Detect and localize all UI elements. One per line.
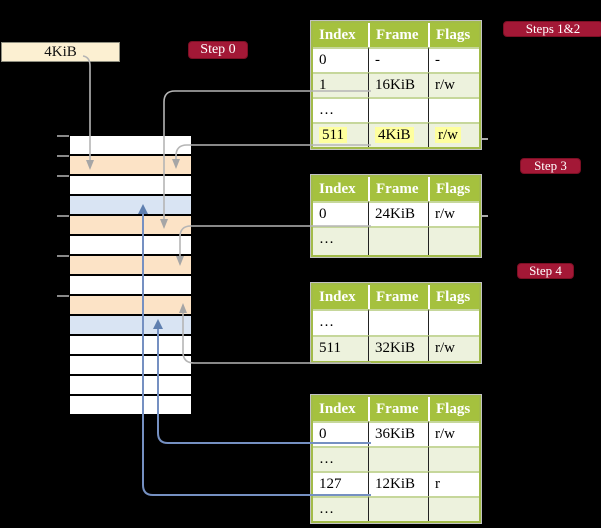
table-header-row: Index Frame Flags: [313, 397, 479, 421]
memory-row: [70, 276, 191, 296]
cell-flags: r/w: [428, 421, 479, 446]
cell-flags: [428, 309, 479, 335]
cell-flags: r: [428, 471, 479, 496]
page-table-level3: Index Frame Flags 0 36KiB r/w … 127 12Ki…: [311, 395, 481, 523]
cell-frame: [368, 97, 428, 122]
memory-row: [70, 236, 191, 256]
cell-flags: r/w: [428, 335, 479, 361]
memory-row: [70, 336, 191, 356]
tick-mark: [57, 135, 69, 137]
table-row: 1 16KiB r/w: [313, 72, 479, 97]
cell-index: 1: [313, 72, 368, 97]
badge-step-3: Step 3: [520, 158, 581, 174]
cell-index: 0: [313, 47, 368, 72]
table-row: …: [313, 309, 479, 335]
header-frame: Frame: [368, 397, 428, 421]
tick-mark: [57, 155, 69, 157]
cell-frame: 36KiB: [368, 421, 428, 446]
cell-index: 511: [313, 122, 368, 147]
table-header-row: Index Frame Flags: [313, 177, 479, 201]
cell-frame: 24KiB: [368, 201, 428, 226]
header-flags: Flags: [428, 23, 479, 47]
cell-frame: [368, 496, 428, 521]
header-frame: Frame: [368, 177, 428, 201]
cell-flags: [428, 446, 479, 471]
cell-index: 0: [313, 421, 368, 446]
tick-mark: [57, 175, 69, 177]
memory-row: [70, 216, 191, 236]
cell-flags: -: [428, 47, 479, 72]
page-table-level0: Index Frame Flags 0 - - 1 16KiB r/w … 51…: [311, 21, 481, 149]
memory-row: [70, 156, 191, 176]
memory-row: [70, 196, 191, 216]
cell-flags: [428, 97, 479, 122]
header-index: Index: [313, 285, 368, 309]
frame-size-label: 4KiB: [1, 42, 120, 62]
cell-flags: [428, 496, 479, 521]
table-row: …: [313, 97, 479, 122]
page-table-level1: Index Frame Flags 0 24KiB r/w …: [311, 175, 481, 257]
cell-frame: [368, 446, 428, 471]
cell-frame: 32KiB: [368, 335, 428, 361]
table-row: 511 32KiB r/w: [313, 335, 479, 361]
table-header-row: Index Frame Flags: [313, 23, 479, 47]
cell-flags: [428, 226, 479, 255]
cell-flags: r/w: [428, 122, 479, 147]
memory-row: [70, 316, 191, 336]
cell-index: …: [313, 309, 368, 335]
cell-index: …: [313, 446, 368, 471]
cell-flags: r/w: [428, 72, 479, 97]
cell-index: …: [313, 496, 368, 521]
tick-mark: [57, 295, 69, 297]
header-frame: Frame: [368, 23, 428, 47]
cell-frame: [368, 226, 428, 255]
tick-mark: [57, 215, 69, 217]
table-row: …: [313, 446, 479, 471]
table-row: 127 12KiB r: [313, 471, 479, 496]
table-header-row: Index Frame Flags: [313, 285, 479, 309]
header-flags: Flags: [428, 285, 479, 309]
tick-mark: [57, 255, 69, 257]
memory-row: [70, 296, 191, 316]
table-row: …: [313, 496, 479, 521]
table-row: 0 24KiB r/w: [313, 201, 479, 226]
memory-row: [70, 176, 191, 196]
table-row: …: [313, 226, 479, 255]
cell-frame: [368, 309, 428, 335]
stub-dash: [481, 138, 488, 140]
table-row: 0 36KiB r/w: [313, 421, 479, 446]
memory-row: [70, 256, 191, 276]
cell-frame: -: [368, 47, 428, 72]
memory-row: [70, 136, 191, 156]
header-index: Index: [313, 177, 368, 201]
page-table-level2: Index Frame Flags … 511 32KiB r/w: [311, 283, 481, 363]
table-row: 0 - -: [313, 47, 479, 72]
header-flags: Flags: [428, 177, 479, 201]
header-flags: Flags: [428, 397, 479, 421]
memory-row: [70, 376, 191, 396]
badge-step-4: Step 4: [517, 263, 574, 279]
header-index: Index: [313, 397, 368, 421]
cell-frame: 12KiB: [368, 471, 428, 496]
header-frame: Frame: [368, 285, 428, 309]
physical-memory-stack: [70, 136, 191, 416]
memory-row: [70, 356, 191, 376]
cell-frame: 4KiB: [368, 122, 428, 147]
cell-index: 511: [313, 335, 368, 361]
highlight-mark: 511: [319, 127, 347, 143]
stub-dash: [481, 215, 488, 217]
highlight-mark: r/w: [435, 127, 461, 143]
table-row-highlighted: 511 4KiB r/w: [313, 122, 479, 147]
cell-index: 127: [313, 471, 368, 496]
badge-steps-1-2: Steps 1&2: [503, 21, 601, 37]
cell-index: 0: [313, 201, 368, 226]
header-index: Index: [313, 23, 368, 47]
cell-index: …: [313, 226, 368, 255]
highlight-mark: 4KiB: [375, 127, 414, 143]
cell-flags: r/w: [428, 201, 479, 226]
badge-step-0: Step 0: [188, 41, 248, 59]
cell-frame: 16KiB: [368, 72, 428, 97]
cell-index: …: [313, 97, 368, 122]
memory-row: [70, 396, 191, 416]
